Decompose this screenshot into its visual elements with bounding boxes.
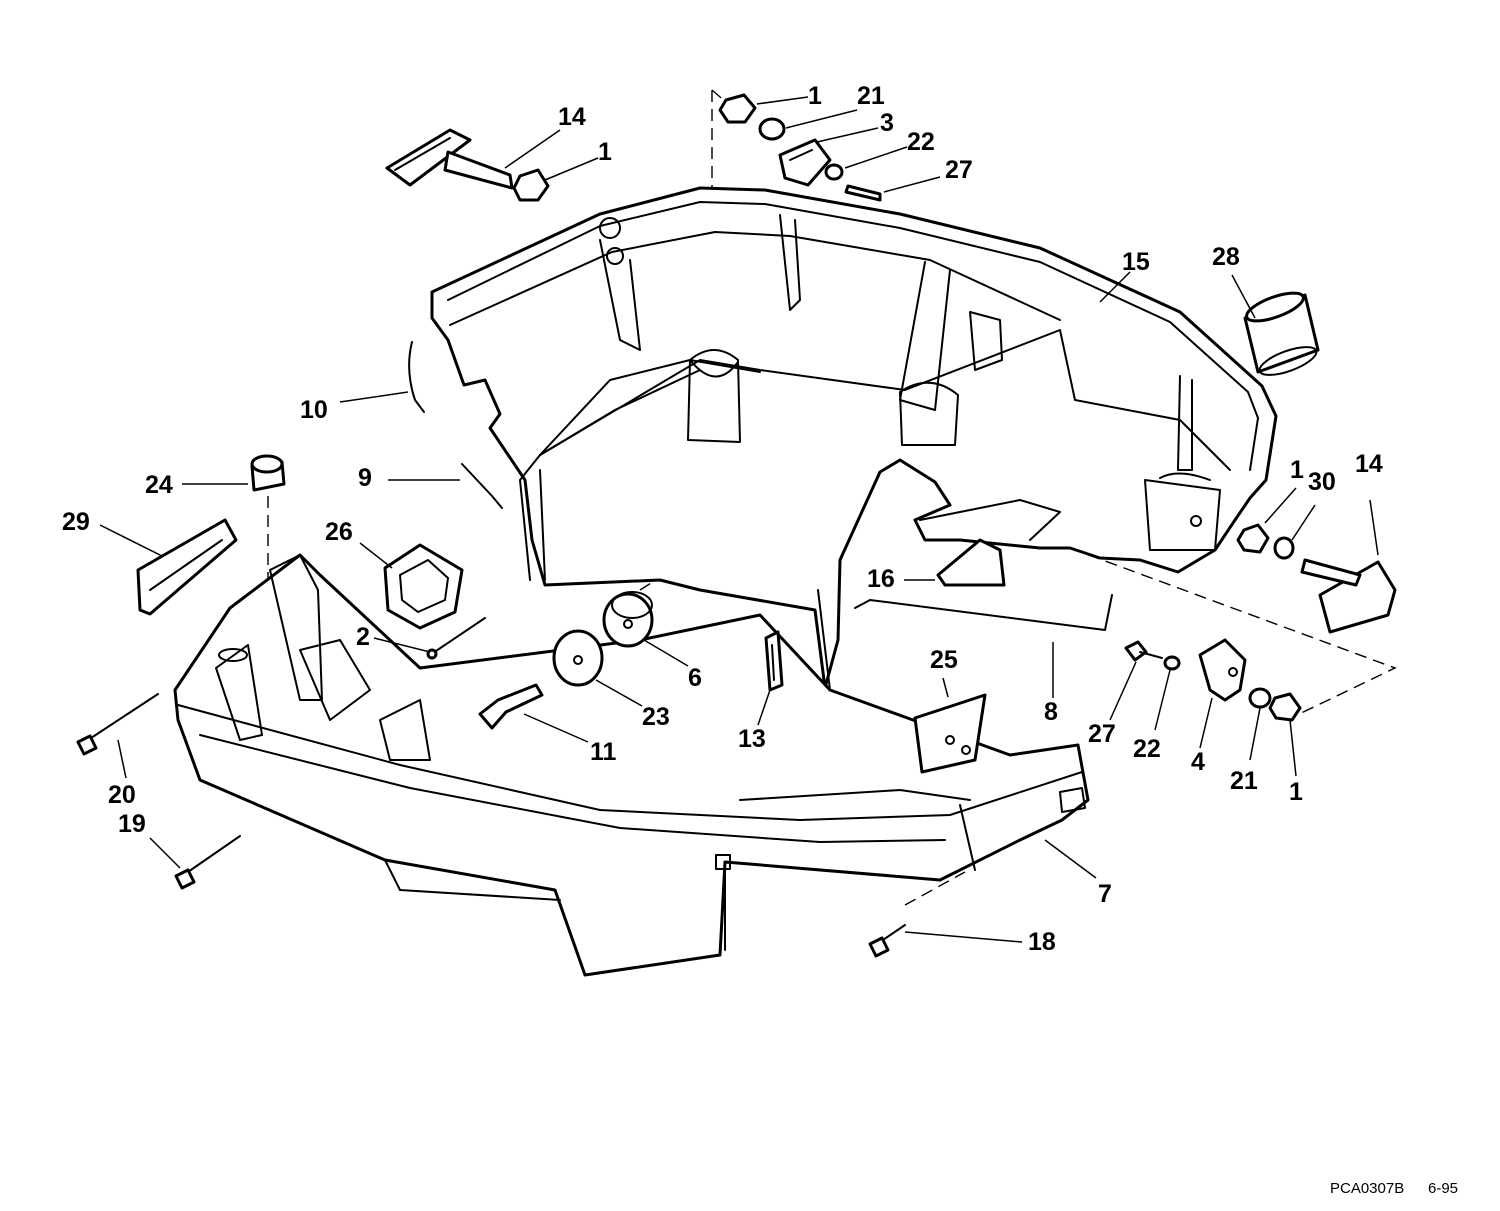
callout-label: 20 xyxy=(108,781,136,809)
callout-label: 2 xyxy=(356,623,370,651)
callout-label: 1 xyxy=(598,138,612,166)
callout-label: 27 xyxy=(945,156,973,184)
stud-part-11 xyxy=(478,683,544,730)
revision-date: 6-95 xyxy=(1428,1180,1459,1197)
grommet-part-26 xyxy=(383,543,464,630)
bracket-part-3 xyxy=(778,138,832,187)
callout-label: 22 xyxy=(1133,735,1161,763)
callout-label: 9 xyxy=(358,464,372,492)
spacer-part-24 xyxy=(250,454,286,492)
clip-part-29 xyxy=(136,518,238,616)
screw-part-27 xyxy=(844,184,1163,662)
callout-label: 1 xyxy=(1289,778,1303,806)
callout-label: 29 xyxy=(62,508,90,536)
callout-label: 3 xyxy=(880,109,894,137)
callout-label: 27 xyxy=(1088,720,1116,748)
callout-label: 21 xyxy=(857,82,885,110)
callout-label: 15 xyxy=(1122,248,1150,276)
bracket-part-4 xyxy=(1198,638,1247,702)
callout-label: 18 xyxy=(1028,928,1056,956)
upper-motor-cover xyxy=(430,186,1278,691)
callout-label: 1 xyxy=(1290,456,1304,484)
nut-part-1 xyxy=(512,93,1302,722)
callout-label: 14 xyxy=(1355,450,1383,478)
callout-label: 19 xyxy=(118,810,146,838)
plug-part-6 xyxy=(602,591,654,648)
washer-parts xyxy=(758,117,1295,709)
callout-label: 8 xyxy=(1044,698,1058,726)
pin-part-2 xyxy=(426,617,486,660)
handle-part-14-left xyxy=(385,128,514,190)
callout-label: 13 xyxy=(738,725,766,753)
sleeve-part-28 xyxy=(1243,291,1320,376)
pad-part-25 xyxy=(913,693,987,774)
callout-label: 22 xyxy=(907,128,935,156)
lower-motor-cover xyxy=(173,553,1090,977)
bolt-part-18 xyxy=(868,924,906,958)
callout-label: 25 xyxy=(930,646,958,674)
callout-label: 28 xyxy=(1212,243,1240,271)
callout-label: 21 xyxy=(1230,767,1258,795)
callout-label: 11 xyxy=(590,738,617,766)
callout-label: 6 xyxy=(688,664,702,692)
drawing-code: PCA0307B xyxy=(1330,1180,1405,1197)
bolt-part-20 xyxy=(76,693,159,756)
callout-label: 14 xyxy=(558,103,586,131)
callout-label: 30 xyxy=(1308,468,1336,496)
callout-labels: 1 21 3 22 27 14 1 15 28 10 9 24 29 26 2 … xyxy=(62,82,1383,956)
bolt-part-19 xyxy=(174,835,241,890)
callout-label: 10 xyxy=(300,396,328,424)
washer-part-23 xyxy=(552,629,604,687)
callout-label: 4 xyxy=(1191,748,1205,776)
wire-parts xyxy=(408,341,1113,631)
callout-label: 1 xyxy=(808,82,822,110)
handle-part-14-right xyxy=(1300,558,1397,634)
callout-label: 23 xyxy=(642,703,670,731)
callout-label: 26 xyxy=(325,518,353,546)
leader-lines xyxy=(99,96,1379,943)
callout-label: 24 xyxy=(145,471,173,499)
callout-label: 16 xyxy=(867,565,895,593)
pad-part-16 xyxy=(936,538,1006,587)
callout-label: 7 xyxy=(1098,880,1112,908)
slot-part-13 xyxy=(764,630,784,692)
